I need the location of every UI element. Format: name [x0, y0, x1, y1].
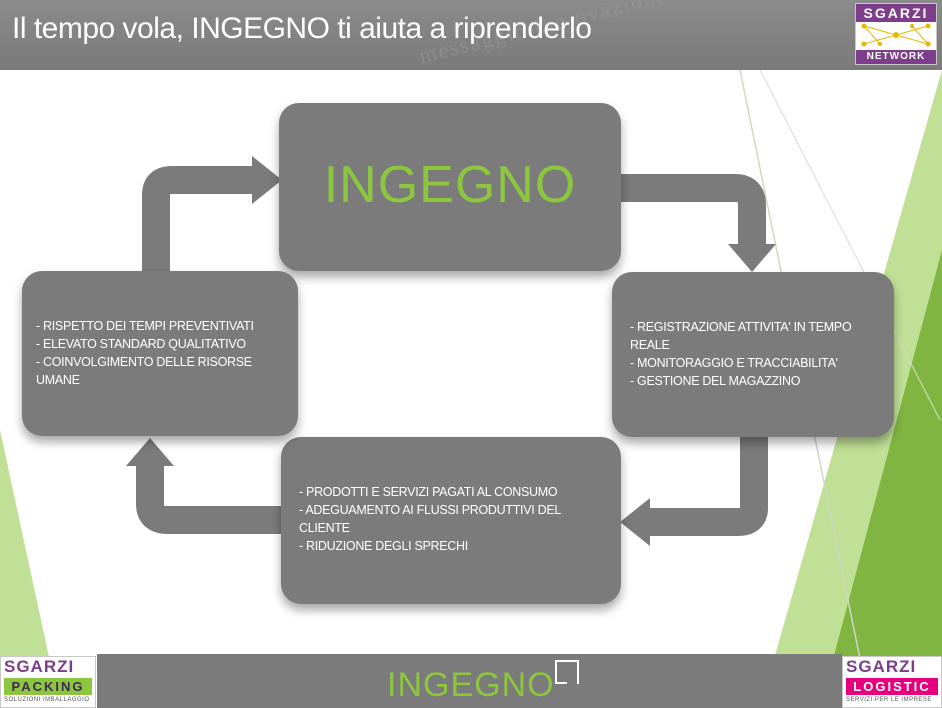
cycle-box-main: INGEGNO — [279, 103, 621, 271]
arrow-main-to-right — [620, 174, 766, 245]
list-item: - RISPETTO DEI TEMPI PREVENTIVATI — [36, 319, 254, 333]
arrow-right-to-bottom — [648, 437, 768, 536]
list-item: - ADEGUAMENTO AI FLUSSI PRODUTTIVI DEL C… — [299, 503, 561, 535]
list-item: - PRODOTTI E SERVIZI PAGATI AL CONSUMO — [299, 485, 558, 499]
list-item: - COINVOLGIMENTO DELLE RISORSE UMANE — [36, 355, 252, 387]
list-item: - ELEVATO STANDARD QUALITATIVO — [36, 337, 246, 351]
cycle-box-bottom: - PRODOTTI E SERVIZI PAGATI AL CONSUMO -… — [281, 437, 621, 604]
logo-wordmark: SGARZI — [4, 657, 75, 676]
list-item: - MONITORAGGIO E TRACCIABILITA' — [630, 356, 838, 370]
logo-wordmark: SGARZI — [846, 657, 917, 676]
sgarzi-packing-logo: SGARZI PACKING SOLUZIONI IMBALLAGGIO — [0, 656, 96, 708]
arrow-bottom-to-left — [136, 462, 282, 534]
list-item: - REGISTRAZIONE ATTIVITA' IN TEMPO REALE — [630, 320, 852, 352]
arrow-head-bottom — [620, 498, 650, 546]
diagonal-line — [759, 69, 941, 421]
slide-title: Il tempo vola, INGEGNO ti aiuta a ripren… — [12, 12, 592, 45]
logo-wordmark: SGARZI — [856, 4, 936, 22]
sgarzi-logistic-logo: SGARZI LOGISTIC SERVIZI PER LE IMPRESE — [842, 656, 942, 708]
logo-subtitle: NETWORK — [856, 50, 936, 64]
network-graph-icon — [856, 22, 936, 48]
sgarzi-network-logo: SGARZI — [855, 3, 937, 65]
cycle-box-right: - REGISTRAZIONE ATTIVITA' IN TEMPO REALE… — [612, 272, 894, 437]
list-item: - RIDUZIONE DEGLI SPRECHI — [299, 539, 468, 553]
logo-subtitle: SERVIZI PER LE IMPRESE — [846, 697, 932, 703]
slide-footer: INGEGNO — [97, 654, 842, 708]
logo-band: LOGISTIC — [846, 678, 938, 695]
arrow-head-main — [252, 156, 282, 204]
arrow-left-to-main — [142, 166, 256, 272]
cycle-box-left: - RISPETTO DEI TEMPI PREVENTIVATI - ELEV… — [22, 271, 298, 436]
green-stripe-left — [0, 430, 60, 708]
arrow-head-left — [126, 438, 174, 466]
footer-brand: INGEGNO — [387, 666, 555, 704]
logo-band: PACKING — [4, 678, 92, 695]
slide-header: messaggio inn ovazione Il tempo vola, IN… — [0, 0, 942, 70]
list-item: - GESTIONE DEL MAGAZZINO — [630, 374, 801, 388]
corner-mark-icon-part — [555, 682, 567, 684]
corner-mark-icon — [555, 660, 579, 684]
cycle-main-label: INGEGNO — [323, 156, 577, 214]
corner-mark-icon-part — [555, 660, 557, 682]
logo-subtitle: SOLUZIONI IMBALLAGGIO — [4, 697, 90, 703]
arrow-head-right — [728, 244, 776, 272]
